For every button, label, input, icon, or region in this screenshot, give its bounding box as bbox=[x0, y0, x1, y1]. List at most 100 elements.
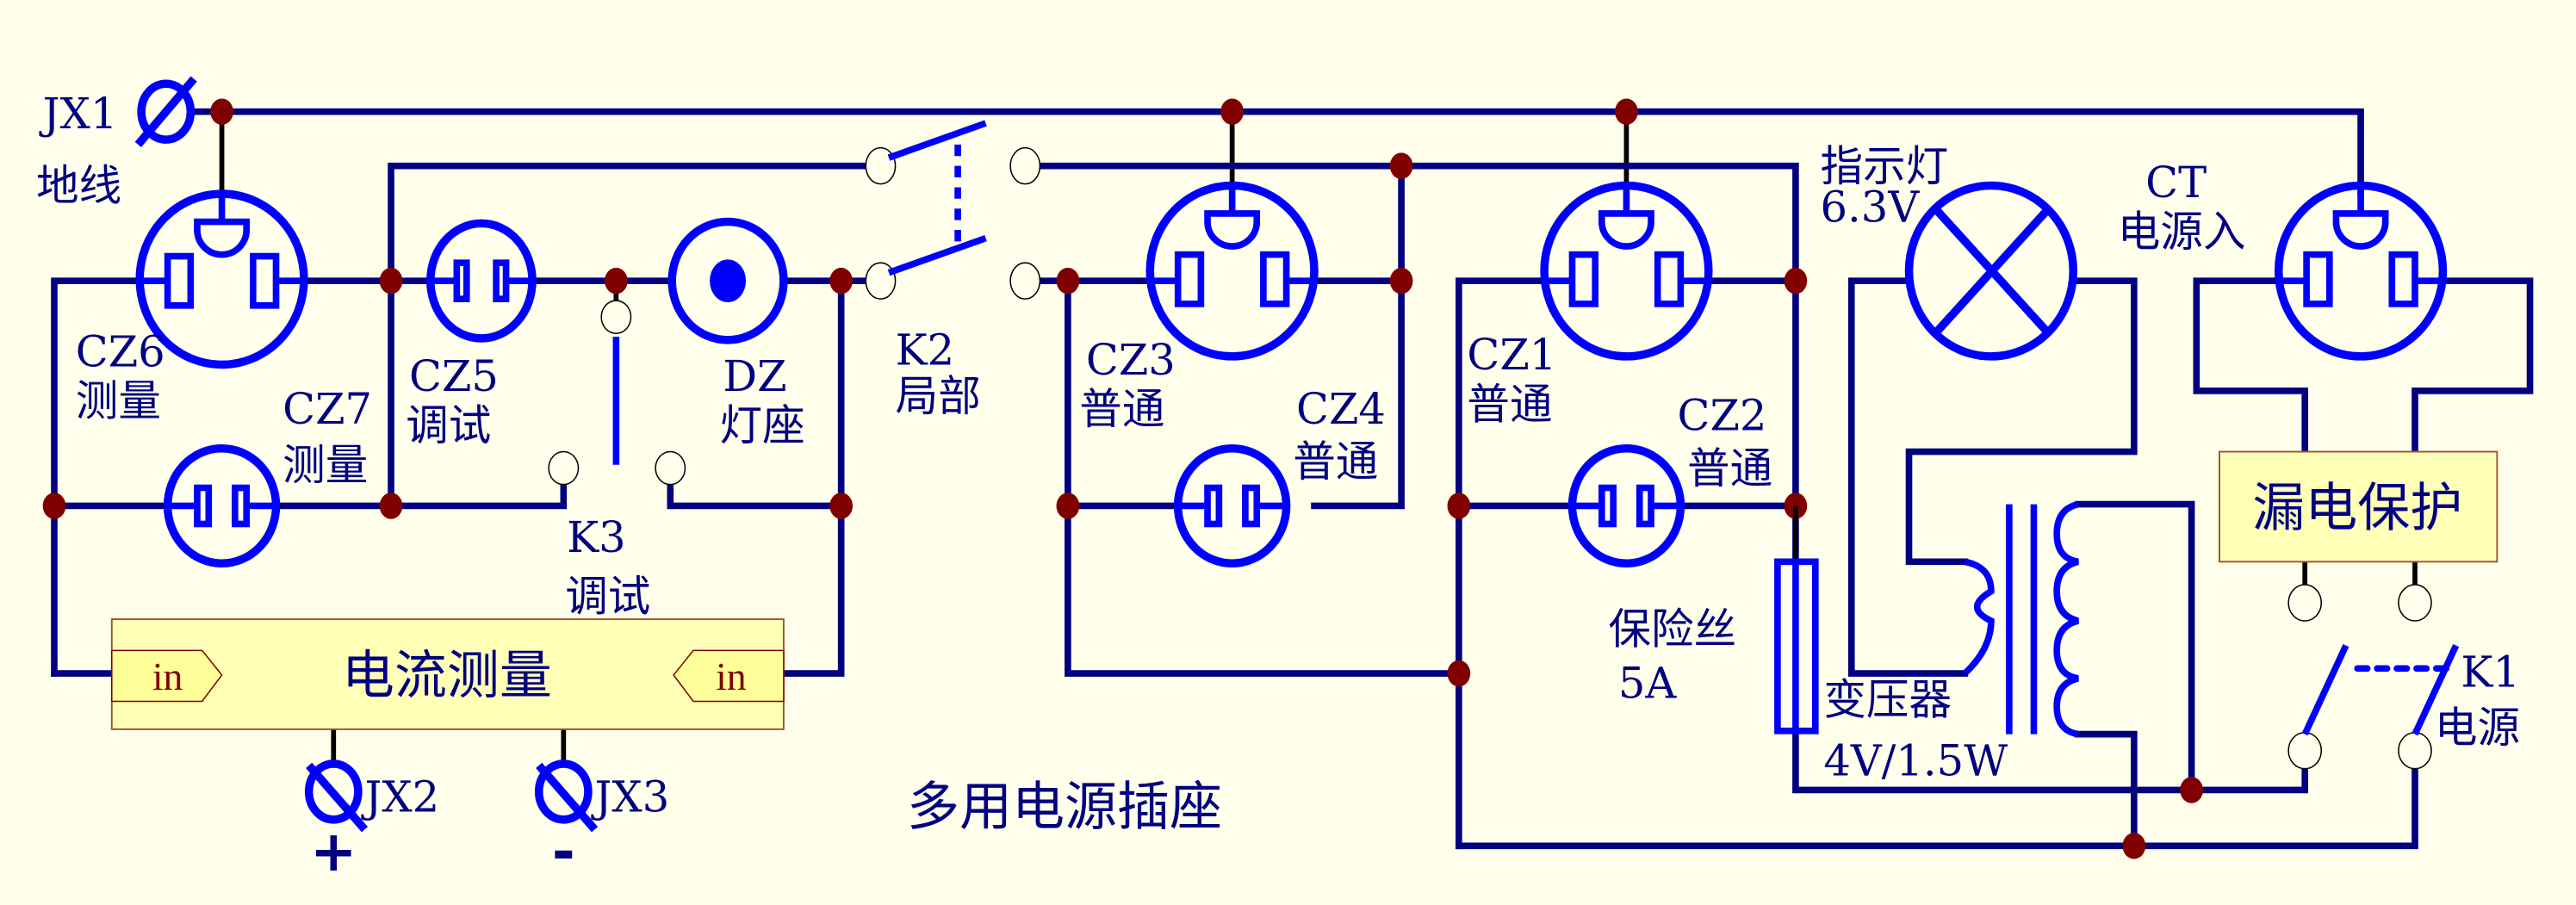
switch-contact bbox=[2398, 584, 2432, 622]
socket-cz1 bbox=[1540, 181, 1713, 361]
socket-cz3-ref: CZ3 bbox=[1086, 335, 1176, 385]
socket-cz4-ref: CZ4 bbox=[1296, 384, 1386, 434]
neutral-pin bbox=[249, 252, 280, 309]
socket-cz3-desc: 普通 bbox=[1079, 384, 1164, 434]
lamp-holder-outline bbox=[667, 217, 788, 344]
socket-cz1-desc: 普通 bbox=[1467, 379, 1552, 429]
ground-bus-wire bbox=[190, 108, 2364, 197]
fuse: 保险丝 5A bbox=[1608, 505, 1819, 735]
socket-cz6-ref: CZ6 bbox=[76, 326, 165, 376]
live-pin bbox=[1204, 484, 1223, 528]
indicator-lamp-rating: 6.3V bbox=[1821, 183, 1921, 232]
socket-ct bbox=[2274, 181, 2448, 361]
neutral-pin bbox=[1260, 251, 1290, 307]
switch-k2-ref: K2 bbox=[896, 325, 955, 375]
switch-blade bbox=[2412, 644, 2460, 736]
switch-k2: K2 局部 bbox=[865, 120, 1041, 421]
k2-upper-left-wire bbox=[388, 162, 870, 510]
terminal-jx2-ref: JX2 bbox=[361, 772, 440, 821]
current-meter-port-right bbox=[673, 649, 785, 703]
socket-ct-desc: 电源入 bbox=[2118, 207, 2246, 257]
lamp-holder-ref: DZ bbox=[723, 351, 786, 401]
switch-k1-desc: 电源 bbox=[2435, 703, 2520, 753]
neutral-pin bbox=[232, 484, 250, 528]
current-meter-label: 电流测量 bbox=[342, 645, 552, 706]
switch-contact bbox=[865, 146, 897, 185]
secondary-top-wire bbox=[2075, 500, 2195, 794]
earth-pin bbox=[2332, 210, 2389, 250]
switch-contact bbox=[1009, 262, 1041, 300]
fuse-rating: 5A bbox=[1618, 659, 1678, 709]
primary-winding bbox=[1962, 558, 1995, 676]
terminal-jx3: JX3 - bbox=[534, 759, 670, 884]
junction-dot bbox=[829, 493, 853, 519]
switch-contact bbox=[2287, 584, 2323, 622]
neutral-pin bbox=[1636, 484, 1654, 528]
current-meter-module: in in 电流测量 bbox=[110, 618, 785, 730]
port-left-label: in bbox=[152, 654, 183, 698]
junction-dot bbox=[379, 267, 403, 294]
socket-cz6-desc: 测量 bbox=[76, 376, 161, 426]
transformer: 变压器 4V/1.5W bbox=[1823, 500, 2080, 785]
positive-sign: + bbox=[310, 820, 357, 884]
negative-sign: - bbox=[552, 820, 575, 884]
junction-dot bbox=[2122, 833, 2146, 859]
terminal-slash bbox=[536, 762, 599, 833]
junction-dot bbox=[1220, 98, 1244, 125]
switch-contact bbox=[1009, 146, 1041, 185]
socket-cz5-desc: 调试 bbox=[406, 400, 491, 450]
live-pin bbox=[1174, 251, 1205, 307]
live-pin bbox=[164, 252, 195, 309]
secondary-winding bbox=[2053, 500, 2080, 738]
switch-k1-ref: K1 bbox=[2461, 647, 2520, 697]
lamp-outline bbox=[1904, 181, 2078, 361]
junction-dot bbox=[1447, 493, 1471, 519]
junction-dot bbox=[1615, 98, 1638, 125]
terminal-jx1-ref: JX1 bbox=[39, 89, 118, 139]
fuse-k1-wire bbox=[1792, 727, 2309, 794]
cz4-left-bus-wire bbox=[1065, 277, 1462, 677]
port-right-label: in bbox=[716, 654, 747, 698]
k3-left-wire bbox=[388, 479, 568, 510]
switch-k1: K1 电源 bbox=[2287, 584, 2520, 770]
junctions bbox=[42, 98, 2203, 859]
socket-cz7 bbox=[163, 443, 281, 568]
junction-dot bbox=[379, 493, 403, 519]
socket-cz1-ref: CZ1 bbox=[1467, 330, 1556, 380]
live-pin bbox=[1568, 251, 1599, 307]
socket-cz2-ref: CZ2 bbox=[1678, 391, 1767, 441]
lamp-right-wire bbox=[1905, 277, 2138, 566]
junction-dot bbox=[1389, 152, 1413, 179]
socket-cz4-desc: 普通 bbox=[1293, 437, 1378, 487]
switch-contact bbox=[600, 300, 632, 334]
terminal-jx1-slash bbox=[134, 76, 197, 147]
socket-cz6 bbox=[135, 189, 308, 369]
terminal-ring bbox=[304, 759, 363, 824]
secondary-bottom-wire bbox=[2075, 730, 2138, 850]
switch-contact bbox=[865, 262, 897, 300]
earth-pin bbox=[194, 218, 250, 258]
right-meter-wire bbox=[780, 277, 845, 677]
indicator-lamp-desc: 指示灯 bbox=[1821, 141, 1949, 191]
socket-cz4 bbox=[1173, 443, 1291, 568]
lamp-cross bbox=[1932, 206, 2052, 337]
junction-dot bbox=[1056, 267, 1080, 294]
switch-k3-desc: 调试 bbox=[565, 572, 650, 622]
junction-dot bbox=[1056, 493, 1080, 519]
junction-dot bbox=[2180, 777, 2203, 803]
socket-cz3 bbox=[1145, 181, 1319, 361]
switch-contact bbox=[2398, 731, 2432, 770]
transformer-rating: 4V/1.5W bbox=[1823, 735, 2008, 785]
terminal-jx2: JX2 + bbox=[304, 759, 440, 884]
k2-upper-right-wire bbox=[1036, 162, 1799, 566]
terminal-jx3-ref: JX3 bbox=[591, 772, 670, 821]
junction-dot bbox=[1447, 660, 1471, 687]
switch-k3-ref: K3 bbox=[567, 512, 626, 562]
bottom-return-wire bbox=[1456, 762, 2418, 850]
junction-dot bbox=[210, 98, 233, 125]
junction-dot bbox=[1784, 267, 1808, 294]
socket-cz5 bbox=[426, 219, 537, 343]
terminal-jx1-ring bbox=[137, 79, 196, 144]
